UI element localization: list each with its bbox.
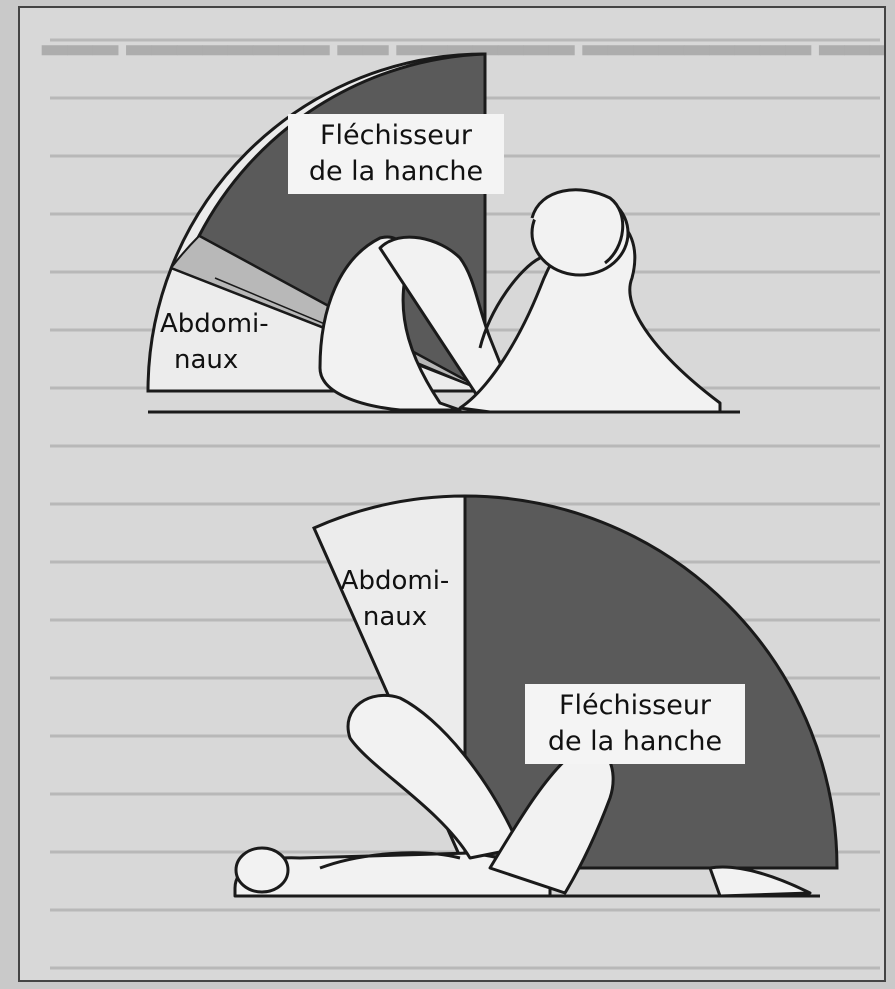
bottom-abdominal-label-line1: Abdomi- (325, 563, 465, 599)
top-abdominal-label-line2: naux (160, 342, 290, 378)
top-abdominal-label-line1: Abdomi- (160, 306, 290, 342)
bottom-hip-flexor-label: Fléchisseur de la hanche (525, 684, 745, 764)
bottom-hip-flexor-sector (465, 496, 837, 868)
top-abdominal-label: Abdomi- naux (156, 306, 294, 378)
bottom-hip-flexor-label-line2: de la hanche (535, 724, 735, 760)
top-hip-flexor-label-line1: Fléchisseur (298, 118, 494, 154)
bottom-hip-flexor-label-line1: Fléchisseur (535, 688, 735, 724)
bottom-abdominal-label: Abdomi- naux (325, 563, 465, 635)
figure-panel: ▂▂▂ ▂▂▂▂▂▂▂▂ ▂▂ ▂▂▂▂▂▂▂ ▂▂▂▂▂▂▂▂▂ ▂▂▂ ▂▂… (18, 6, 886, 982)
bottom-abdominal-label-line2: naux (325, 599, 465, 635)
top-hip-flexor-label-line2: de la hanche (298, 154, 494, 190)
top-hip-flexor-label: Fléchisseur de la hanche (288, 114, 504, 194)
